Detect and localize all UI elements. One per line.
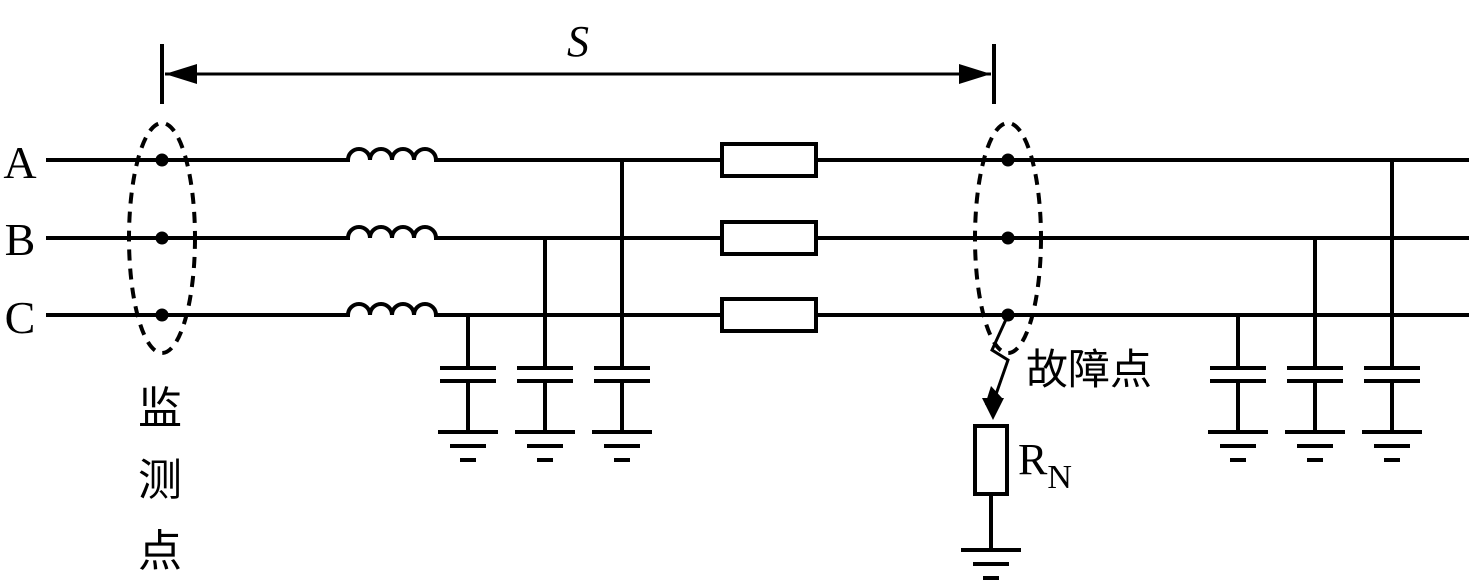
ground-right-c bbox=[1208, 430, 1268, 462]
fault-node-b bbox=[1001, 231, 1015, 245]
phase-c-line bbox=[46, 297, 1469, 333]
resistor-b bbox=[720, 220, 818, 256]
distance-label: S bbox=[567, 17, 589, 66]
monitor-node-a bbox=[155, 153, 169, 167]
fault-lightning-icon bbox=[982, 314, 1010, 420]
resistor-c bbox=[720, 297, 818, 333]
capacitor-left-a bbox=[594, 158, 650, 434]
fault-label: 故障点 bbox=[1026, 345, 1152, 394]
ground-left-a bbox=[592, 430, 652, 462]
ground-right-a bbox=[1362, 430, 1422, 462]
ground-left-b bbox=[515, 430, 575, 462]
capacitor-right-c bbox=[1210, 313, 1266, 434]
inductor-c bbox=[345, 302, 439, 318]
ground-fault bbox=[961, 548, 1021, 580]
monitor-label-char-2: 测 bbox=[138, 455, 182, 506]
capacitor-left-c bbox=[440, 313, 496, 434]
resistor-label: RN bbox=[1018, 435, 1072, 496]
monitor-node-b bbox=[155, 231, 169, 245]
grounding-resistor bbox=[973, 424, 1009, 552]
monitoring-point bbox=[127, 121, 197, 355]
capacitor-right-a bbox=[1364, 158, 1420, 434]
phase-a-line bbox=[46, 142, 1469, 178]
monitor-label-char-3: 点 bbox=[138, 526, 182, 577]
resistor-label-subscript: N bbox=[1047, 459, 1072, 496]
capacitor-right-b bbox=[1287, 236, 1343, 434]
capacitor-left-b bbox=[517, 236, 573, 434]
resistor-label-main: R bbox=[1018, 435, 1048, 484]
inductor-b bbox=[345, 225, 439, 241]
distance-dimension: S bbox=[160, 17, 996, 104]
resistor-a bbox=[720, 142, 818, 178]
left-capacitor-group bbox=[438, 158, 652, 462]
phase-label-c: C bbox=[5, 292, 36, 343]
monitor-node-c bbox=[155, 308, 169, 322]
inductor-a bbox=[345, 147, 439, 163]
ground-right-b bbox=[1285, 430, 1345, 462]
phase-label-a: A bbox=[3, 137, 36, 188]
ground-left-c bbox=[438, 430, 498, 462]
phase-b-line bbox=[46, 220, 1469, 256]
monitoring-ellipse bbox=[127, 121, 197, 355]
fault-ellipse bbox=[973, 121, 1043, 355]
right-capacitor-group bbox=[1208, 158, 1422, 462]
monitor-label-char-1: 监 bbox=[138, 383, 182, 434]
fault-node-a bbox=[1001, 153, 1015, 167]
phase-label-b: B bbox=[5, 214, 36, 265]
